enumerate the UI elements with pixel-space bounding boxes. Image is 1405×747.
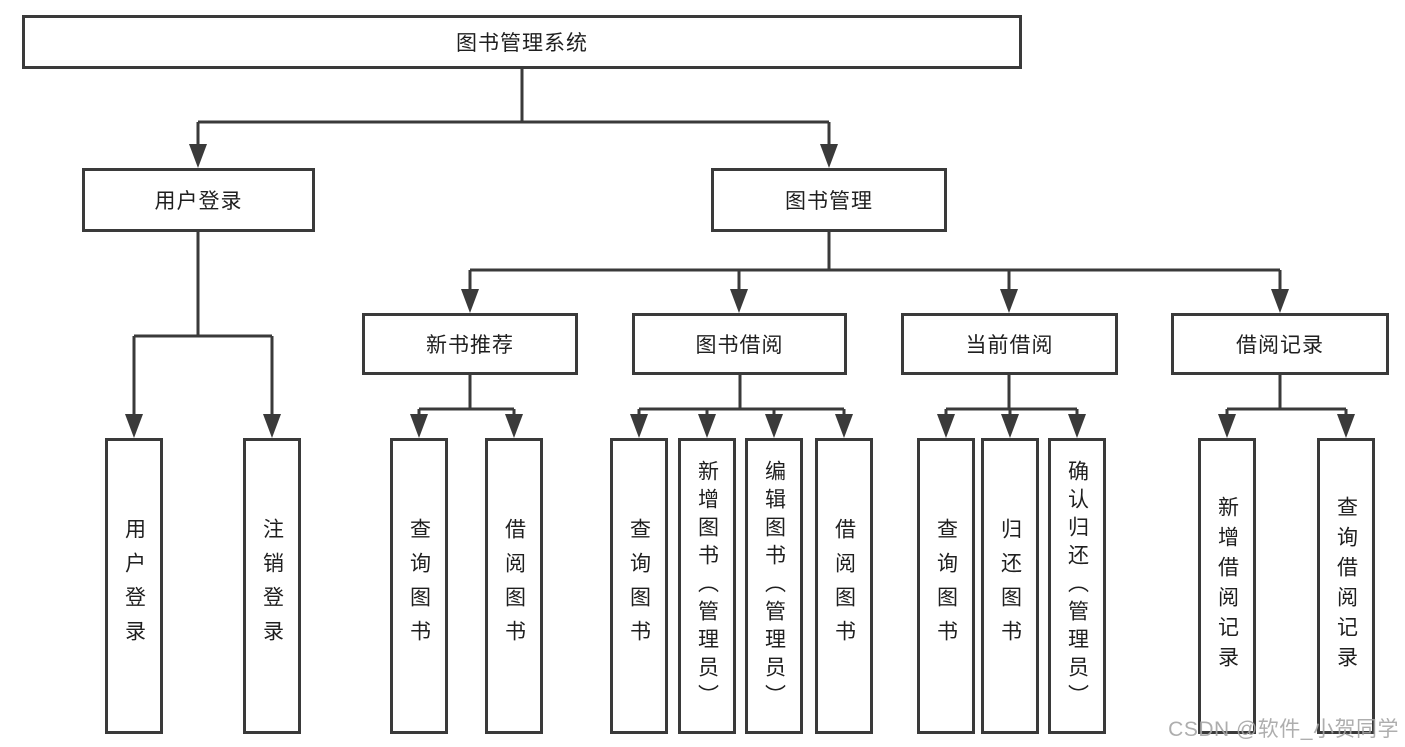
leaf-add-book-admin-label: 新增图书（管理员） <box>695 460 719 712</box>
node-book-borrowing: 图书借阅 <box>632 313 847 375</box>
watermark: CSDN @软件_小贺同学 <box>1168 718 1399 741</box>
node-user-login: 用户登录 <box>82 168 315 232</box>
node-user-login-label: 用户登录 <box>154 190 243 213</box>
node-borrowing-records: 借阅记录 <box>1171 313 1389 375</box>
leaf-logout-label: 注销登录 <box>260 518 284 654</box>
leaf-add-borrow-record: 新增借阅记录 <box>1198 438 1256 734</box>
leaf-edit-book-admin: 编辑图书（管理员） <box>745 438 803 734</box>
leaf-return-book: 归还图书 <box>981 438 1039 734</box>
node-current-borrowing: 当前借阅 <box>901 313 1118 375</box>
node-borrowing-records-label: 借阅记录 <box>1236 334 1324 357</box>
leaf-user-login-label: 用户登录 <box>122 518 146 654</box>
leaf-add-borrow-record-label: 新增借阅记录 <box>1215 496 1239 676</box>
leaf-borrowing-query-book-label: 查询图书 <box>627 518 651 654</box>
node-system-root: 图书管理系统 <box>22 15 1022 69</box>
node-book-borrowing-label: 图书借阅 <box>695 334 784 357</box>
node-system-root-label: 图书管理系统 <box>456 32 588 55</box>
node-book-management-label: 图书管理 <box>785 190 873 213</box>
leaf-current-query-book-label: 查询图书 <box>934 518 958 654</box>
leaf-add-book-admin: 新增图书（管理员） <box>678 438 736 734</box>
leaf-logout: 注销登录 <box>243 438 301 734</box>
leaf-recommend-borrow-book: 借阅图书 <box>485 438 543 734</box>
leaf-user-login: 用户登录 <box>105 438 163 734</box>
node-book-management: 图书管理 <box>711 168 947 232</box>
leaf-current-query-book: 查询图书 <box>917 438 975 734</box>
node-new-book-recommend-label: 新书推荐 <box>426 334 514 357</box>
leaf-confirm-return-admin: 确认归还（管理员） <box>1048 438 1106 734</box>
leaf-borrowing-query-book: 查询图书 <box>610 438 668 734</box>
leaf-confirm-return-admin-label: 确认归还（管理员） <box>1065 460 1089 712</box>
leaf-edit-book-admin-label: 编辑图书（管理员） <box>762 460 786 712</box>
leaf-recommend-query-book-label: 查询图书 <box>407 518 431 654</box>
leaf-query-borrow-record-label: 查询借阅记录 <box>1334 496 1358 676</box>
leaf-borrowing-borrow-book: 借阅图书 <box>815 438 873 734</box>
leaf-recommend-borrow-book-label: 借阅图书 <box>502 518 526 654</box>
node-new-book-recommend: 新书推荐 <box>362 313 578 375</box>
leaf-borrowing-borrow-book-label: 借阅图书 <box>832 518 856 654</box>
leaf-recommend-query-book: 查询图书 <box>390 438 448 734</box>
leaf-query-borrow-record: 查询借阅记录 <box>1317 438 1375 734</box>
node-current-borrowing-label: 当前借阅 <box>965 334 1054 357</box>
leaf-return-book-label: 归还图书 <box>998 518 1022 654</box>
